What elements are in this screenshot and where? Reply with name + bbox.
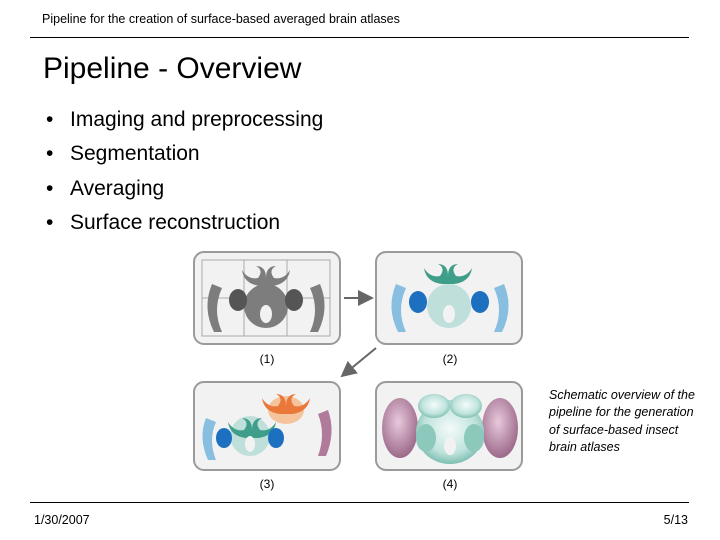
bullet-item: • Averaging	[46, 175, 323, 209]
figure-caption: Schematic overview of the pipeline for t…	[549, 388, 695, 455]
bullet-item: • Segmentation	[46, 140, 323, 174]
image-grid	[201, 259, 331, 337]
arrow-2-to-3	[340, 347, 377, 378]
panel-segmentation	[375, 251, 523, 345]
panel-imaging	[193, 251, 341, 345]
panel-label-1: (1)	[260, 352, 275, 366]
slide-header: Pipeline for the creation of surface-bas…	[42, 12, 400, 26]
pipeline-figure: (1) (2) (3) (4)	[193, 251, 523, 491]
bullet-dot: •	[46, 142, 54, 166]
panel-label-3: (3)	[260, 477, 275, 491]
panel-averaging	[193, 381, 341, 471]
panel-surface-reconstruction	[375, 381, 523, 471]
header-rule	[30, 37, 689, 38]
footer-date: 1/30/2007	[34, 513, 90, 527]
bullet-dot: •	[46, 210, 54, 234]
footer-rule	[30, 502, 689, 503]
bullet-text: Segmentation	[70, 142, 200, 166]
panel-label-2: (2)	[443, 352, 458, 366]
bullet-item: • Surface reconstruction	[46, 209, 323, 243]
bullet-text: Imaging and preprocessing	[70, 108, 324, 131]
bullet-text: Averaging	[70, 176, 165, 200]
bullet-dot: •	[46, 176, 54, 200]
panel-label-4: (4)	[443, 477, 458, 491]
bullet-item: • Imaging and preprocessing	[46, 106, 323, 140]
bullet-list: • Imaging and preprocessing • Segmentation…	[46, 106, 323, 243]
bullet-text: Surface reconstruction	[70, 210, 281, 234]
slide-title: Pipeline - Overview	[43, 52, 302, 85]
page-number: 5/13	[663, 513, 688, 527]
bullet-dot: •	[46, 108, 54, 131]
